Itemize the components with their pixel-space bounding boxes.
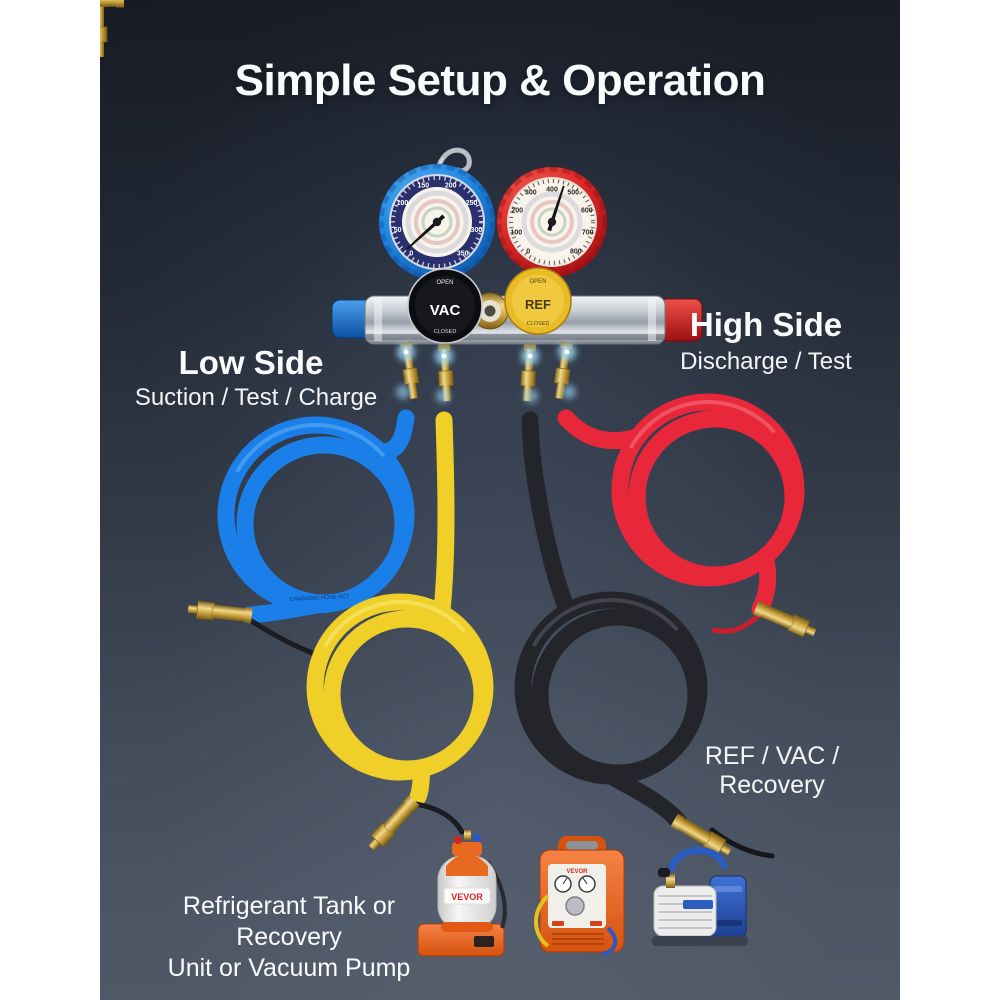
svg-text:700: 700 xyxy=(582,230,594,237)
vac-label: VAC xyxy=(430,302,461,319)
recovery-unit-brand-label: VEVOR xyxy=(566,869,588,875)
low-side-subheading: Suction / Test / Charge xyxy=(134,384,378,411)
svg-text:350: 350 xyxy=(457,251,469,258)
yellow-utility-hose xyxy=(306,411,494,835)
high-gauge-scale: 0 100 200 300 400 500 600 700 800 xyxy=(510,187,593,256)
recovery-unit: VEVOR xyxy=(534,836,625,956)
ref-label: REF xyxy=(525,297,551,312)
recovery-blue-hose xyxy=(601,926,618,956)
recovery-yellow-hose xyxy=(534,894,550,948)
black-hose-valve-lever xyxy=(709,827,775,859)
page-title: Simple Setup & Operation xyxy=(234,56,766,105)
svg-text:0: 0 xyxy=(526,248,530,255)
tank-brand-label: VEVOR xyxy=(451,892,483,902)
yellow-hose-valve-lever xyxy=(413,801,465,835)
black-service-hose xyxy=(514,411,775,859)
vacuum-pump xyxy=(652,847,748,946)
bottom-caption-line1: Refrigerant Tank or Recovery xyxy=(182,892,396,951)
vac-open-label: OPEN xyxy=(436,280,453,286)
ref-open-label: OPEN xyxy=(529,279,546,285)
svg-text:400: 400 xyxy=(546,187,558,194)
svg-text:600: 600 xyxy=(581,207,593,214)
svg-text:300: 300 xyxy=(471,227,483,234)
ref-closed-label: CLOSED xyxy=(527,321,550,327)
manifold-illustration: 0 50 100 150 200 250 300 350 xyxy=(100,0,819,957)
low-side-heading: Low Side xyxy=(178,344,324,381)
red-hose-valve-lever xyxy=(711,611,763,634)
svg-text:100: 100 xyxy=(510,230,522,237)
svg-text:200: 200 xyxy=(511,207,523,214)
pump-handle xyxy=(668,847,728,872)
vac-closed-label: CLOSED xyxy=(434,329,457,335)
svg-text:250: 250 xyxy=(466,200,478,207)
svg-text:500: 500 xyxy=(567,190,579,197)
hose-end-fitting xyxy=(100,0,124,8)
recovery-label: REF / VAC / Recovery xyxy=(704,742,840,799)
blue-low-side-hose: CHARGING HOSE HCT xyxy=(217,409,415,661)
low-pressure-gauge: 0 50 100 150 200 250 300 350 xyxy=(378,163,496,281)
ref-valve-knob: OPEN REF CLOSED xyxy=(504,267,572,335)
bottom-caption: Refrigerant Tank or Recovery Unit or Vac… xyxy=(134,891,444,984)
low-gauge-scale: 0 50 100 150 200 250 300 350 xyxy=(394,182,483,257)
svg-text:0: 0 xyxy=(409,251,413,258)
svg-text:200: 200 xyxy=(445,182,457,189)
svg-text:100: 100 xyxy=(397,200,409,207)
high-side-subheading: Discharge / Test xyxy=(680,348,852,375)
vac-valve-knob: OPEN VAC CLOSED xyxy=(407,268,483,344)
product-photo-panel: 0 50 100 150 200 250 300 350 xyxy=(100,0,900,1000)
svg-text:300: 300 xyxy=(525,190,537,197)
refrigerant-tank: VEVOR xyxy=(417,830,507,957)
bottom-caption-line2: Unit or Vacuum Pump xyxy=(167,954,411,982)
svg-text:150: 150 xyxy=(417,182,429,189)
svg-text:800: 800 xyxy=(570,248,582,255)
svg-text:50: 50 xyxy=(394,227,402,234)
hose-print-text: CHARGING HOSE HCT xyxy=(290,594,350,603)
high-pressure-gauge: 0 100 200 300 400 500 600 700 800 xyxy=(496,166,608,278)
recovery-unit-vents xyxy=(552,933,604,945)
high-side-heading: High Side xyxy=(689,306,843,343)
connection-glow-highlights xyxy=(396,343,576,403)
brass-port-fitting xyxy=(100,0,108,57)
